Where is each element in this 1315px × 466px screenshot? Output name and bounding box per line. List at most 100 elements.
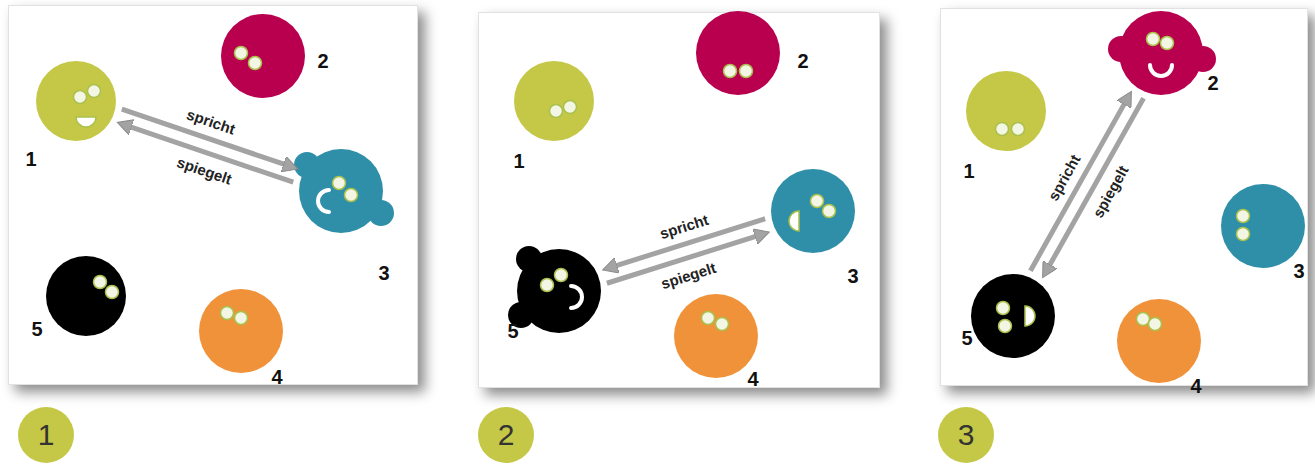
person-circle: 3	[771, 169, 855, 253]
person-number: 1	[25, 148, 36, 171]
eye	[74, 91, 87, 104]
eye	[740, 65, 753, 78]
face-illustration	[517, 249, 601, 333]
person-circle: 1	[36, 61, 116, 141]
person-circle: 4	[1117, 299, 1201, 383]
person-circle: 5	[971, 274, 1055, 358]
head	[1117, 299, 1201, 383]
face-illustration	[696, 11, 780, 95]
head	[514, 61, 594, 141]
open-mouth	[1025, 306, 1035, 326]
scene-panel: 312345	[940, 8, 1308, 386]
face-illustration	[1117, 299, 1201, 383]
eye	[1237, 210, 1250, 223]
eye	[1161, 37, 1174, 50]
person-circle: 2	[1119, 11, 1203, 95]
smile-mouth	[318, 190, 329, 212]
eye	[716, 318, 729, 331]
head	[971, 274, 1055, 358]
eye	[94, 276, 107, 289]
head	[696, 11, 780, 95]
person-circle: 1	[514, 61, 594, 141]
face-illustration	[299, 149, 383, 233]
head	[199, 289, 283, 373]
eye	[88, 85, 101, 98]
eye	[996, 123, 1009, 136]
face-illustration	[514, 61, 594, 141]
person-number: 4	[271, 366, 282, 389]
person-number: 5	[507, 320, 518, 343]
person-circle: 5	[517, 249, 601, 333]
eye	[702, 312, 715, 325]
person-number: 5	[961, 327, 972, 350]
face-illustration	[46, 256, 126, 336]
eye	[345, 189, 358, 202]
person-circle: 4	[674, 294, 758, 378]
head	[36, 61, 116, 141]
head	[771, 169, 855, 253]
eye	[235, 47, 248, 60]
head	[517, 249, 601, 333]
person-circle: 3	[299, 149, 383, 233]
person-circle: 4	[199, 289, 283, 373]
head	[966, 71, 1046, 151]
eye	[1147, 33, 1160, 46]
eye	[249, 57, 262, 70]
person-circle: 1	[966, 71, 1046, 151]
person-number: 3	[378, 262, 389, 285]
person-number: 2	[797, 50, 808, 73]
eye	[333, 177, 346, 190]
eye	[823, 205, 836, 218]
face-illustration	[1221, 184, 1305, 268]
eye	[541, 279, 554, 292]
face-illustration	[221, 14, 305, 98]
eye	[997, 302, 1010, 315]
open-mouth	[789, 211, 799, 231]
face-illustration	[971, 274, 1055, 358]
eye	[555, 269, 568, 282]
scene-panel: 212345	[478, 12, 880, 388]
person-number: 3	[1293, 260, 1304, 283]
eye	[999, 320, 1012, 333]
panel-number: 1	[18, 407, 74, 463]
eye	[724, 65, 737, 78]
panel-number: 3	[938, 407, 994, 463]
face-illustration	[966, 71, 1046, 151]
person-circle: 5	[46, 256, 126, 336]
head	[1221, 184, 1305, 268]
eye	[550, 105, 563, 118]
eye	[106, 286, 119, 299]
person-number: 1	[963, 160, 974, 183]
scene-panel: 112345	[8, 5, 418, 385]
person-number: 5	[31, 318, 42, 341]
head	[221, 14, 305, 98]
head	[46, 256, 126, 336]
eye	[235, 312, 248, 325]
face-illustration	[36, 61, 116, 141]
person-number: 1	[513, 150, 524, 173]
eye	[811, 195, 824, 208]
eye	[1137, 313, 1150, 326]
smile-mouth	[571, 286, 582, 308]
eye	[1012, 123, 1025, 136]
open-mouth	[76, 117, 96, 127]
eye	[1237, 228, 1250, 241]
eye	[564, 101, 577, 114]
person-circle: 3	[1221, 184, 1305, 268]
head	[299, 149, 383, 233]
face-illustration	[771, 169, 855, 253]
face-illustration	[674, 294, 758, 378]
person-number: 2	[1207, 72, 1218, 95]
panel-number: 2	[478, 407, 534, 463]
person-number: 2	[317, 50, 328, 73]
head	[674, 294, 758, 378]
head	[1119, 11, 1203, 95]
face-illustration	[1119, 11, 1203, 95]
smile-mouth	[1150, 65, 1172, 76]
person-circle: 2	[696, 11, 780, 95]
eye	[221, 307, 234, 320]
eye	[1149, 318, 1162, 331]
person-number: 4	[747, 368, 758, 391]
